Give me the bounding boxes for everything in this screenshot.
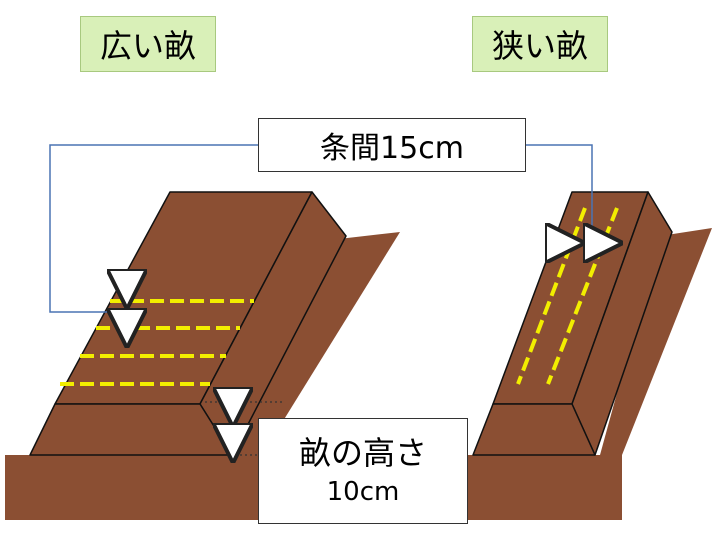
wide-bed-label-text: 広い畝	[99, 27, 196, 65]
wide-bed-front	[29, 403, 233, 456]
wide-bed	[29, 191, 347, 456]
narrow-bed-front	[472, 403, 596, 456]
ground-right	[468, 455, 622, 520]
bed-height-callout: 畝の高さ 10cm	[258, 418, 468, 524]
narrow-bed-label-text: 狭い畝	[491, 27, 588, 65]
wide-bed-label: 広い畝	[80, 16, 216, 72]
row-spacing-callout: 条間15cm	[258, 118, 526, 172]
bed-height-title: 畝の高さ	[298, 434, 427, 472]
ground-back-right	[600, 228, 712, 455]
bed-height-value: 10cm	[326, 477, 400, 507]
narrow-bed-label: 狭い畝	[472, 16, 608, 72]
ground-back-left	[230, 232, 400, 455]
ground-left	[5, 455, 262, 520]
leader-line-left	[49, 144, 258, 313]
row-spacing-text: 条間15cm	[320, 131, 464, 166]
